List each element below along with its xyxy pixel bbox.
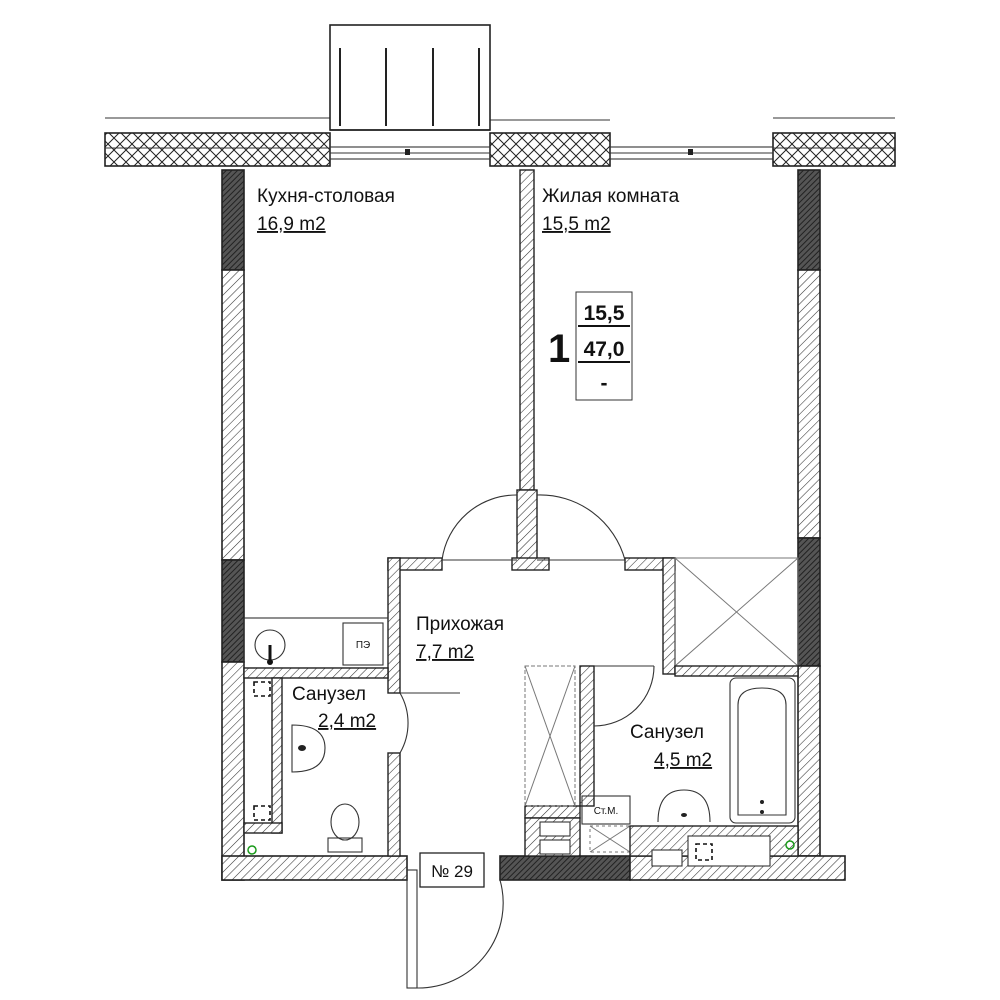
right-exterior-wall xyxy=(797,169,821,857)
stove-label: ПЭ xyxy=(356,640,370,651)
toilet-icon xyxy=(327,803,363,853)
apartment-number: № 29 xyxy=(419,852,485,888)
badge-total-area: 47,0 xyxy=(584,338,625,361)
large-bath-name: Санузел xyxy=(630,722,704,743)
badge-rooms-count: 1 xyxy=(548,327,570,371)
vent-marker-icon xyxy=(253,681,271,821)
balcony xyxy=(329,24,491,131)
window-living xyxy=(609,146,774,160)
door-kitchen xyxy=(441,494,518,561)
left-exterior-wall xyxy=(221,169,245,881)
top-exterior-wall xyxy=(104,117,896,167)
washing-machine xyxy=(581,795,631,853)
hall-closet xyxy=(524,665,576,807)
bath-bottom-partition xyxy=(629,825,799,867)
kitchen-sink xyxy=(254,629,286,665)
apartment-number-text: № 29 xyxy=(431,862,473,881)
riser-icon-2 xyxy=(785,840,795,850)
wardrobe xyxy=(674,557,799,677)
entrance-door xyxy=(406,869,504,989)
riser-shaft xyxy=(524,817,581,857)
badge-extra: - xyxy=(601,372,608,395)
door-living xyxy=(536,494,626,561)
kitchen-name: Кухня-столовая xyxy=(257,186,395,207)
small-bathroom-walls xyxy=(243,667,389,834)
badge-living-area: 15,5 xyxy=(584,302,625,325)
apartment-badge: 1 15,5 47,0 - xyxy=(548,291,633,401)
living-area: 15,5 m2 xyxy=(542,214,611,235)
door-large-bath xyxy=(593,665,655,727)
hall-name: Прихожая xyxy=(416,614,504,635)
partition-kitchen-living xyxy=(516,169,538,561)
large-bath-area: 4,5 m2 xyxy=(654,750,712,771)
washer-label: Ст.М. xyxy=(594,806,619,817)
door-small-bath xyxy=(399,692,460,754)
hallway-walls xyxy=(387,557,676,857)
hall-area: 7,7 m2 xyxy=(416,642,474,663)
living-name: Жилая комната xyxy=(542,186,680,207)
bathroom-sink-icon xyxy=(291,724,326,773)
riser-icon xyxy=(247,845,257,855)
window-kitchen xyxy=(329,146,491,160)
washbasin-icon xyxy=(657,789,711,823)
small-bath-name: Санузел xyxy=(292,684,366,705)
bathtub-icon xyxy=(729,677,796,824)
kitchen-area: 16,9 m2 xyxy=(257,214,326,235)
small-bath-area: 2,4 m2 xyxy=(318,711,376,732)
